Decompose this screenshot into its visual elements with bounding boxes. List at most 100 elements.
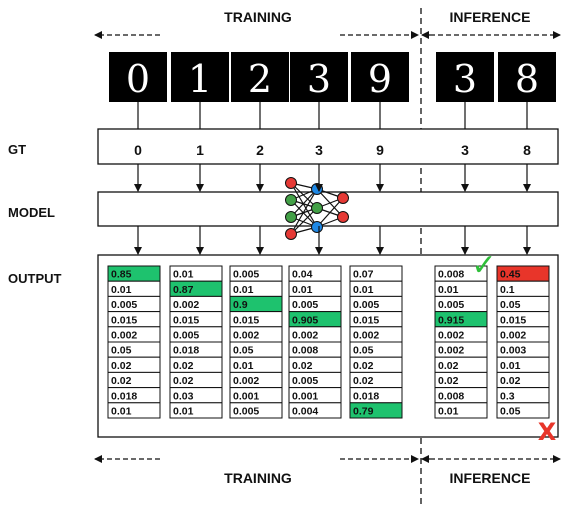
digit-image: 9 xyxy=(351,52,409,102)
probability-value: 0.015 xyxy=(233,314,259,326)
column-connectors xyxy=(138,102,527,254)
probability-value: 0.02 xyxy=(173,375,194,387)
gt-value: 0 xyxy=(134,142,142,158)
model-row-label: MODEL xyxy=(8,205,55,220)
probability-value: 0.01 xyxy=(173,269,194,281)
probability-value: 0.018 xyxy=(111,390,137,402)
probability-value: 0.02 xyxy=(111,375,132,387)
digit-glyph: 3 xyxy=(453,57,477,101)
probability-value: 0.005 xyxy=(292,375,318,387)
probability-value: 0.02 xyxy=(500,375,521,387)
probability-value: 0.3 xyxy=(500,390,515,402)
probability-value: 0.008 xyxy=(438,269,464,281)
probability-value: 0.45 xyxy=(500,269,521,281)
output-column: 0.850.010.0050.0150.0020.050.020.020.018… xyxy=(108,266,160,418)
probability-value: 0.005 xyxy=(233,269,259,281)
probability-value: 0.01 xyxy=(111,284,132,296)
probability-value: 0.002 xyxy=(233,375,259,387)
probability-value: 0.85 xyxy=(111,269,132,281)
output-column: 0.450.10.050.0150.0020.0030.010.020.30.0… xyxy=(497,266,549,418)
probability-value: 0.915 xyxy=(438,314,464,326)
probability-value: 0.01 xyxy=(438,284,459,296)
digit-glyph: 3 xyxy=(307,57,331,101)
probability-value: 0.005 xyxy=(292,299,318,311)
digit-image: 1 xyxy=(171,52,229,102)
training-header-bottom: TRAINING xyxy=(224,470,292,486)
probability-value: 0.015 xyxy=(500,314,526,326)
probability-value: 0.03 xyxy=(173,390,194,402)
check-mark-icon: ✓ xyxy=(471,248,496,283)
network-node xyxy=(312,222,323,233)
inference-header-top: INFERENCE xyxy=(450,9,531,25)
probability-value: 0.905 xyxy=(292,314,318,326)
probability-value: 0.01 xyxy=(173,406,194,418)
cross-mark-icon: X xyxy=(538,418,557,446)
probability-value: 0.05 xyxy=(111,345,132,357)
digit-glyph: 9 xyxy=(368,57,392,101)
network-node xyxy=(312,203,323,214)
probability-value: 0.015 xyxy=(111,314,137,326)
probability-value: 0.005 xyxy=(173,330,199,342)
network-node xyxy=(286,178,297,189)
probability-value: 0.01 xyxy=(233,284,254,296)
probability-value: 0.02 xyxy=(292,360,313,372)
digit-image: 8 xyxy=(498,52,556,102)
probability-value: 0.005 xyxy=(353,299,379,311)
probability-value: 0.01 xyxy=(500,360,521,372)
probability-value: 0.79 xyxy=(353,406,374,418)
probability-value: 0.001 xyxy=(233,390,259,402)
gt-box xyxy=(98,129,558,164)
probability-value: 0.005 xyxy=(111,299,137,311)
probability-value: 0.05 xyxy=(500,299,521,311)
gt-value: 3 xyxy=(461,142,469,158)
training-header-top: TRAINING xyxy=(224,9,292,25)
probability-value: 0.02 xyxy=(353,375,374,387)
output-column: 0.040.010.0050.9050.0020.0080.020.0050.0… xyxy=(289,266,341,418)
probability-value: 0.002 xyxy=(292,330,318,342)
probability-value: 0.015 xyxy=(353,314,379,326)
probability-value: 0.02 xyxy=(173,360,194,372)
probability-value: 0.02 xyxy=(438,360,459,372)
output-columns: 0.85 0.01 0.005 0.015 0.002 0.05 0.02 0.02 0.018… xyxy=(108,266,549,418)
probability-value: 0.002 xyxy=(173,299,199,311)
network-node xyxy=(338,212,349,223)
probability-value: 0.87 xyxy=(173,284,194,296)
probability-value: 0.002 xyxy=(353,330,379,342)
probability-value: 0.05 xyxy=(233,345,254,357)
probability-value: 0.02 xyxy=(353,360,374,372)
probability-value: 0.05 xyxy=(353,345,374,357)
output-column: 0.070.010.0050.0150.0020.050.020.020.018… xyxy=(350,266,402,418)
gt-value: 2 xyxy=(256,142,264,158)
output-column: 0.010.870.0020.0150.0050.0180.020.020.03… xyxy=(170,266,222,418)
probability-value: 0.001 xyxy=(292,390,318,402)
inference-header-bottom: INFERENCE xyxy=(450,470,531,486)
digit-glyph: 8 xyxy=(515,57,539,101)
probability-value: 0.002 xyxy=(438,345,464,357)
probability-value: 0.02 xyxy=(438,375,459,387)
probability-value: 0.015 xyxy=(173,314,199,326)
gt-value: 8 xyxy=(523,142,531,158)
network-node xyxy=(286,229,297,240)
probability-value: 0.01 xyxy=(438,406,459,418)
digit-glyph: 1 xyxy=(188,57,212,101)
probability-value: 0.01 xyxy=(111,406,132,418)
gt-value: 1 xyxy=(196,142,204,158)
probability-value: 0.018 xyxy=(353,390,379,402)
probability-value: 0.002 xyxy=(233,330,259,342)
probability-value: 0.1 xyxy=(500,284,515,296)
network-node xyxy=(312,184,323,195)
gt-value: 9 xyxy=(376,142,384,158)
digit-image: 3 xyxy=(436,52,494,102)
probability-value: 0.005 xyxy=(438,299,464,311)
network-node xyxy=(338,193,349,204)
probability-value: 0.002 xyxy=(111,330,137,342)
network-node xyxy=(286,212,297,223)
output-row-label: OUTPUT xyxy=(8,271,62,286)
probability-value: 0.01 xyxy=(353,284,374,296)
probability-value: 0.002 xyxy=(500,330,526,342)
probability-value: 0.008 xyxy=(292,345,318,357)
output-column: 0.0080.010.0050.9150.0020.0020.020.020.0… xyxy=(435,266,487,418)
gt-row-label: GT xyxy=(8,142,26,157)
probability-value: 0.01 xyxy=(233,360,254,372)
